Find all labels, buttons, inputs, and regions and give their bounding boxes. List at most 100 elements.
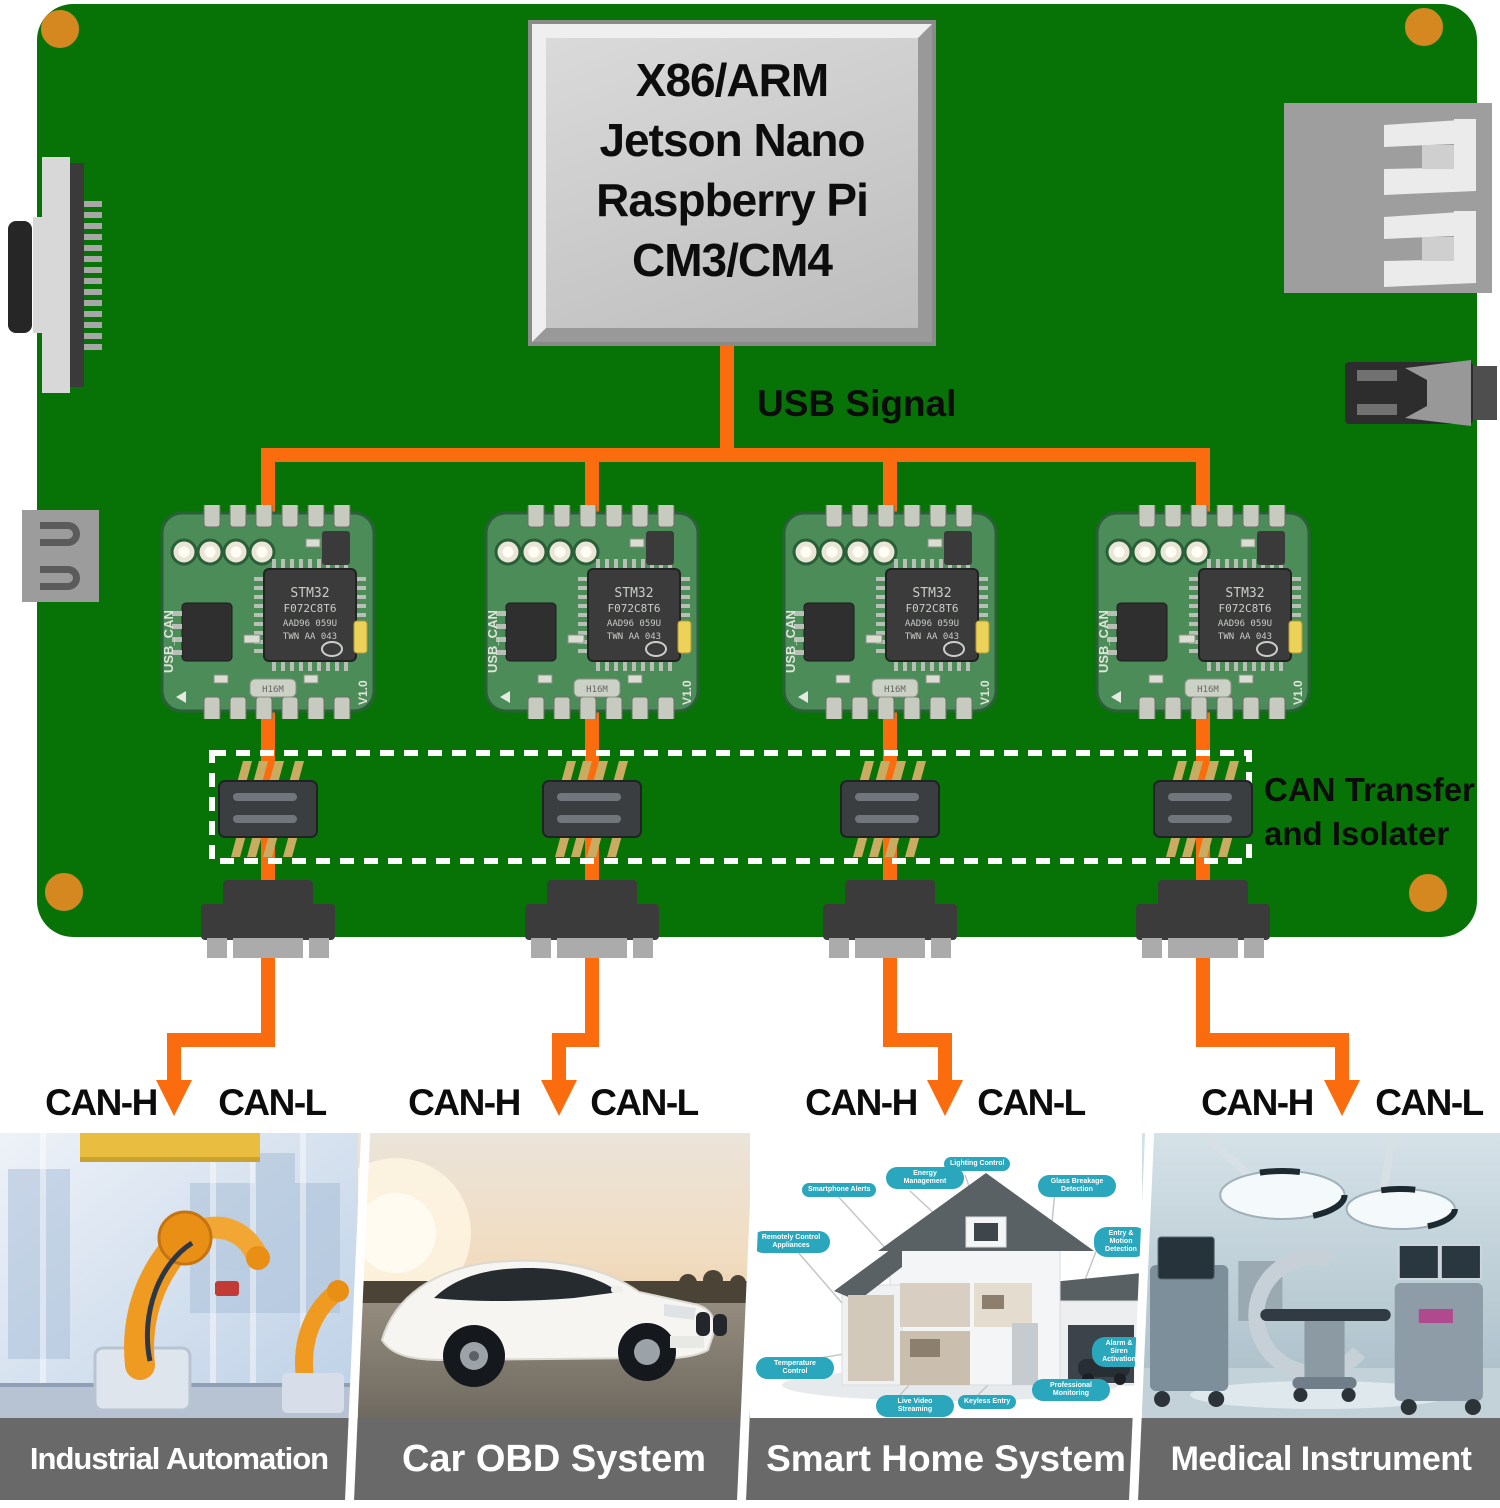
arrow-down-icon bbox=[156, 1080, 192, 1116]
silk-usb-can: USB_CAN bbox=[161, 610, 176, 673]
silk-version: V1.0 bbox=[680, 680, 694, 705]
car-obd-photo bbox=[358, 1133, 750, 1418]
caption-industrial-automation: Industrial Automation bbox=[0, 1418, 358, 1500]
usb-clip-icon bbox=[40, 566, 80, 590]
isolator-chip bbox=[218, 761, 318, 857]
mounting-hole-bottom-right bbox=[1409, 874, 1447, 912]
can-h-label-2: CAN-H bbox=[408, 1082, 521, 1123]
host-line: CM3/CM4 bbox=[631, 234, 833, 286]
smart-home-art bbox=[750, 1133, 1142, 1418]
svg-text:TWN AA 043: TWN AA 043 bbox=[283, 632, 337, 642]
silk-version: V1.0 bbox=[978, 680, 992, 705]
panel-industrial-automation: Industrial Automation bbox=[0, 1133, 358, 1500]
svg-text:H16M: H16M bbox=[586, 685, 608, 695]
usb-signal-label: USB Signal bbox=[757, 383, 957, 424]
pin1-triangle-icon bbox=[500, 691, 510, 703]
caption-smart-home: Smart Home System bbox=[750, 1418, 1142, 1500]
silk-usb-can: USB_CAN bbox=[783, 610, 798, 673]
mounting-hole-bottom-left bbox=[45, 873, 83, 911]
can-l-label-2: CAN-L bbox=[590, 1082, 699, 1123]
svg-text:F072C8T6: F072C8T6 bbox=[1219, 602, 1272, 615]
gpio-header-connector bbox=[8, 157, 102, 393]
svg-text:TWN AA 043: TWN AA 043 bbox=[905, 632, 959, 642]
usb-can-module-pcb: STM32 F072C8T6 AAD96 059U TWN AA 043 H16… bbox=[782, 505, 998, 719]
smd-chip bbox=[322, 531, 350, 565]
smart-callout-pill: Lighting Control bbox=[944, 1157, 1011, 1171]
isolator-label-line2: and Isolater bbox=[1264, 815, 1450, 852]
can-isolator-chip-2 bbox=[537, 757, 647, 861]
can-isolator-chip-3 bbox=[835, 757, 945, 861]
silk-version: V1.0 bbox=[356, 680, 370, 705]
usb-can-module-1: STM32 F072C8T6 AAD96 059U TWN AA 043 H16… bbox=[156, 505, 380, 719]
crystal-oscillator: H16M bbox=[573, 678, 621, 698]
caption-car-obd: Car OBD System bbox=[358, 1418, 750, 1500]
host-box-bevel: X86/ARM Jetson Nano Raspberry Pi CM3/CM4 bbox=[532, 24, 932, 342]
host-line: X86/ARM bbox=[635, 54, 829, 106]
applications-strip: Industrial Automation bbox=[0, 1133, 1500, 1500]
isolator-label-line1: CAN Transfer bbox=[1264, 771, 1475, 808]
db9-shell bbox=[1136, 880, 1270, 958]
industrial-automation-photo bbox=[0, 1133, 358, 1418]
led bbox=[353, 620, 368, 654]
usb-can-module-pcb: STM32 F072C8T6 AAD96 059U TWN AA 043 H16… bbox=[160, 505, 376, 719]
svg-text:STM32: STM32 bbox=[912, 586, 951, 601]
svg-text:AAD96 059U: AAD96 059U bbox=[1218, 619, 1272, 629]
can-h-label-3: CAN-H bbox=[805, 1082, 918, 1123]
smart-callout-pill: Glass Breakage Detection bbox=[1038, 1175, 1116, 1197]
svg-text:F072C8T6: F072C8T6 bbox=[284, 602, 337, 615]
smart-callout-pill: Energy Management bbox=[886, 1167, 964, 1189]
can-transceiver-smd bbox=[1107, 602, 1168, 662]
db9-shell bbox=[525, 880, 659, 958]
can-isolator-chip-4 bbox=[1148, 757, 1258, 861]
svg-text:H16M: H16M bbox=[262, 685, 284, 695]
st-logo-icon bbox=[645, 641, 667, 657]
caption-medical: Medical Instrument bbox=[1142, 1418, 1500, 1500]
medical-art bbox=[1142, 1133, 1500, 1418]
stm32-chip: STM32 F072C8T6 AAD96 059U TWN AA 043 bbox=[1189, 559, 1301, 671]
isolator-chip bbox=[840, 761, 940, 857]
silk-usb-can: USB_CAN bbox=[1096, 610, 1111, 673]
db9-connector-1 bbox=[193, 880, 343, 958]
led bbox=[677, 620, 692, 654]
crystal-oscillator: H16M bbox=[1184, 678, 1232, 698]
can-l-label-3: CAN-L bbox=[977, 1082, 1086, 1123]
smart-callout-pill: Entry & Motion Detection bbox=[1094, 1227, 1142, 1257]
arrow-down-icon bbox=[927, 1080, 963, 1116]
dual-usb-port bbox=[1284, 103, 1492, 293]
smart-callout-pill: Alarm & Siren Activation bbox=[1092, 1337, 1142, 1367]
svg-text:H16M: H16M bbox=[884, 685, 906, 695]
host-line: Jetson Nano bbox=[599, 114, 865, 166]
industrial-art bbox=[0, 1133, 358, 1418]
led bbox=[975, 620, 990, 654]
svg-text:F072C8T6: F072C8T6 bbox=[608, 602, 661, 615]
can-l-label-4: CAN-L bbox=[1375, 1082, 1484, 1123]
can-isolator-chip-1 bbox=[213, 757, 323, 861]
isolator-label: CAN Transfer and Isolater bbox=[1264, 768, 1475, 856]
silk-version: V1.0 bbox=[1291, 680, 1305, 705]
stm32-chip: STM32 F072C8T6 AAD96 059U TWN AA 043 bbox=[254, 559, 366, 671]
mounting-hole-top-right bbox=[1405, 8, 1443, 46]
smd-chip bbox=[944, 531, 972, 565]
pin1-triangle-icon bbox=[1111, 691, 1121, 703]
crystal-oscillator: H16M bbox=[249, 678, 297, 698]
smart-callout-pill: Temperature Control bbox=[756, 1357, 834, 1379]
panel-medical: Medical Instrument bbox=[1142, 1133, 1500, 1500]
svg-text:TWN AA 043: TWN AA 043 bbox=[1218, 632, 1272, 642]
can-l-label-1: CAN-L bbox=[218, 1082, 327, 1123]
svg-text:TWN AA 043: TWN AA 043 bbox=[607, 632, 661, 642]
svg-text:AAD96 059U: AAD96 059U bbox=[283, 619, 337, 629]
host-line: Raspberry Pi bbox=[596, 174, 869, 226]
smart-callout-pill: Live Video Streaming bbox=[876, 1395, 954, 1417]
db9-connector-2 bbox=[517, 880, 667, 958]
svg-text:F072C8T6: F072C8T6 bbox=[906, 602, 959, 615]
usb-port-left bbox=[22, 510, 99, 602]
svg-text:STM32: STM32 bbox=[290, 586, 329, 601]
usb-can-module-pcb: STM32 F072C8T6 AAD96 059U TWN AA 043 H16… bbox=[1095, 505, 1311, 719]
can-h-label-4: CAN-H bbox=[1201, 1082, 1314, 1123]
db9-shell bbox=[823, 880, 957, 958]
st-logo-icon bbox=[321, 641, 343, 657]
usb-can-module-3: STM32 F072C8T6 AAD96 059U TWN AA 043 H16… bbox=[778, 505, 1002, 719]
host-box: X86/ARM Jetson Nano Raspberry Pi CM3/CM4 bbox=[528, 20, 936, 346]
